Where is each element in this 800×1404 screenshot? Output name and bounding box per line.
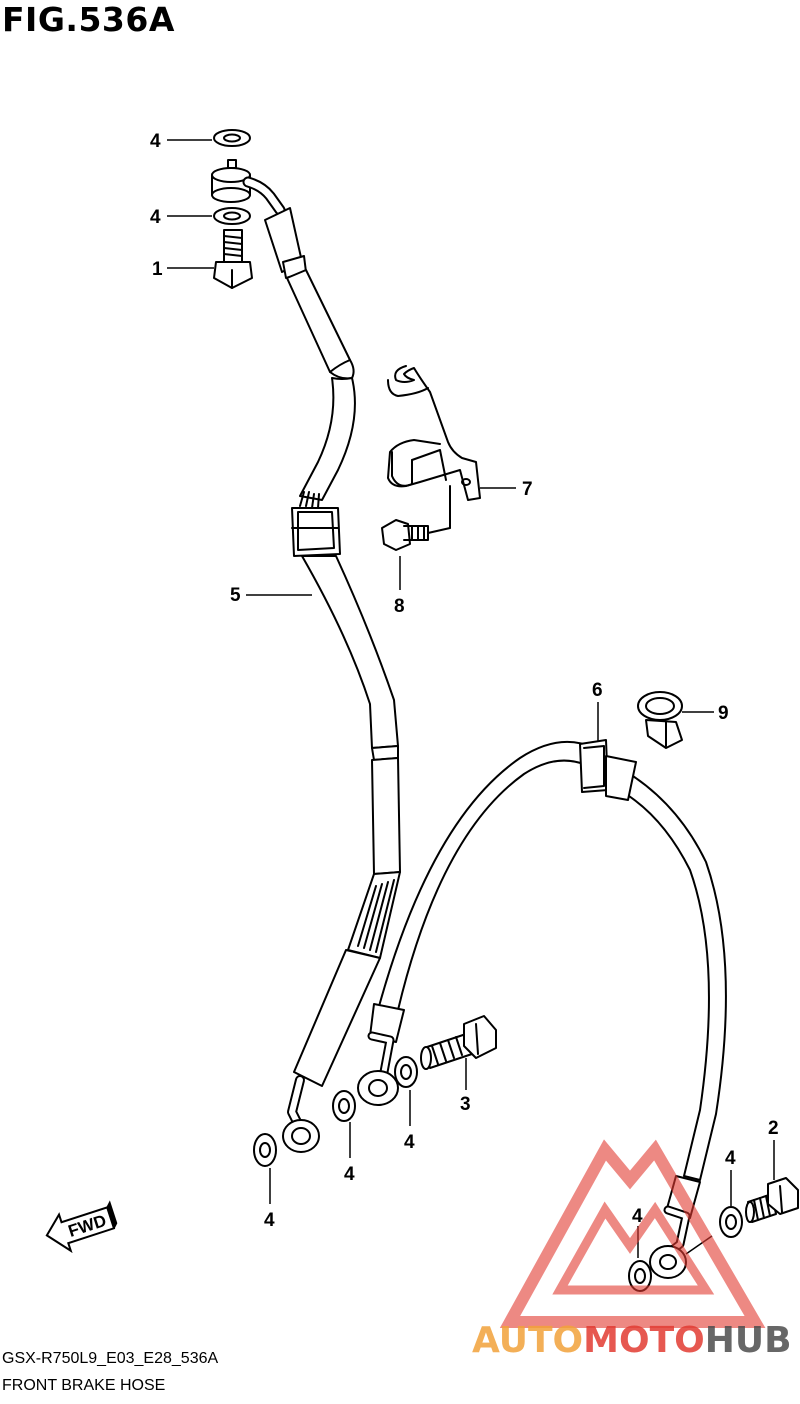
callout-3: 3 [460, 1094, 471, 1115]
washer-lower-right-a [719, 1206, 743, 1238]
callout-6: 6 [592, 680, 603, 701]
callout-8: 8 [394, 596, 405, 617]
washer-lower-center-right [394, 1056, 418, 1088]
figure-title: FIG.536A [2, 0, 175, 39]
callout-4-lower-left: 4 [264, 1210, 275, 1231]
callout-4-upper-mid: 4 [150, 207, 161, 228]
callout-2: 2 [768, 1118, 779, 1139]
watermark-auto: AUTO [472, 1320, 583, 1361]
brake-hose-5 [264, 207, 401, 1153]
hose-clip-9 [637, 691, 683, 749]
watermark-text: AUTOMOTOHUB [472, 1320, 792, 1361]
union-bolt-2 [745, 1177, 799, 1223]
union-bolt-3 [420, 1015, 497, 1070]
fwd-arrow-icon: FWD [45, 1200, 118, 1254]
washer-lower-center [332, 1090, 356, 1122]
callout-9: 9 [718, 703, 729, 724]
brake-hose-6 [357, 739, 727, 1279]
callout-4-lower-right-a: 4 [725, 1148, 736, 1169]
hose-clamp-bracket-7 [387, 365, 481, 501]
union-bolt-1 [213, 229, 253, 289]
watermark-hub: HUB [705, 1320, 792, 1361]
callout-4-lower-right-b: 4 [632, 1206, 643, 1227]
watermark-logo [499, 1139, 766, 1328]
callout-1: 1 [152, 259, 163, 280]
callout-4-top: 4 [150, 131, 161, 152]
callout-4-lower-center-right: 4 [404, 1132, 415, 1153]
washer-top [213, 129, 251, 147]
washer-mid [213, 207, 251, 225]
figure-name: FRONT BRAKE HOSE [2, 1377, 166, 1394]
banjo-fitting-upper [211, 159, 286, 216]
callout-7: 7 [522, 479, 533, 500]
model-code: GSX-R750L9_E03_E28_536A [2, 1350, 219, 1367]
watermark-moto: MOTO [583, 1320, 705, 1361]
callout-5: 5 [230, 585, 241, 606]
callout-4-lower-center: 4 [344, 1164, 355, 1185]
washer-lower-left [253, 1133, 277, 1167]
bolt-8 [381, 485, 451, 551]
